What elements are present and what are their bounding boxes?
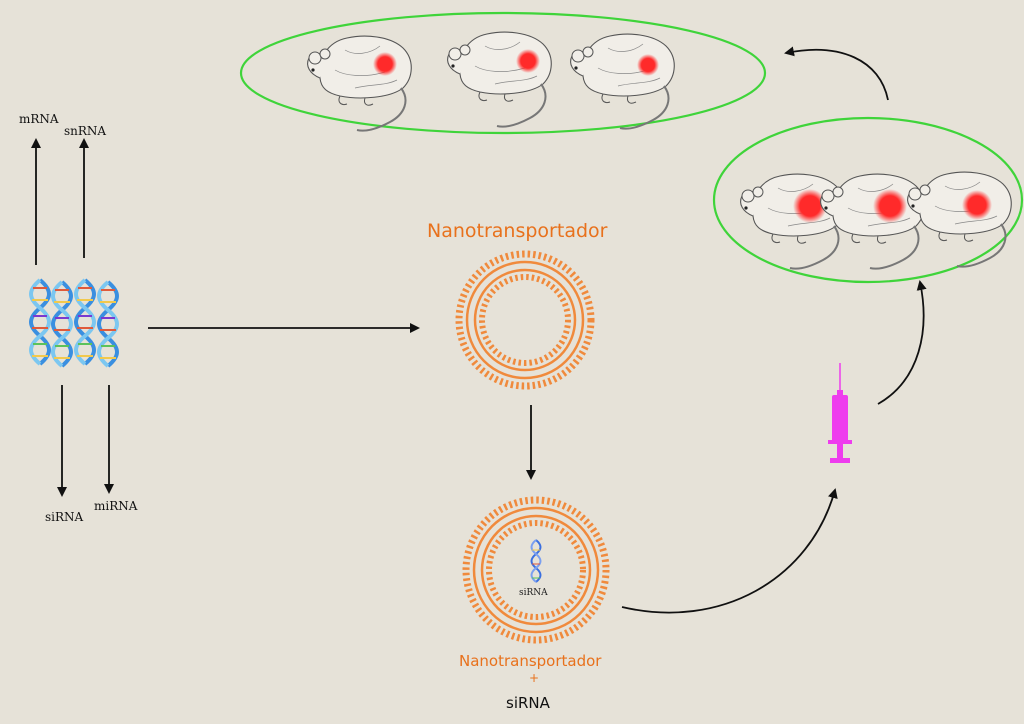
sirna-label: siRNA — [45, 510, 84, 524]
tumor-group-outline — [712, 116, 1024, 284]
mrna-label: mRNA — [19, 112, 59, 126]
mouse-icon — [569, 33, 676, 130]
inner-sirna-label: siRNA — [519, 588, 548, 598]
mouse-icon — [739, 173, 846, 270]
arrow-to-treated-group — [784, 46, 889, 101]
rna-strands-icon — [29, 278, 119, 368]
syringe-icon — [828, 363, 852, 463]
mirna-label: miRNA — [94, 499, 138, 513]
loaded-nanotransporter-icon — [462, 496, 610, 644]
loaded-cargo-label: siRNA — [506, 694, 550, 712]
nanotransporter-title: Nanotransportador — [427, 220, 608, 242]
mouse-icon — [819, 173, 926, 270]
mouse-icon — [446, 31, 553, 128]
sirna-helix-icon — [530, 539, 542, 583]
treated-group-outline — [239, 11, 767, 135]
plus-sign: + — [529, 671, 540, 685]
snrna-label: snRNA — [64, 124, 107, 138]
arrow-to-syringe — [621, 488, 838, 614]
loaded-nanotransporter-title: Nanotransportador — [459, 652, 602, 670]
mouse-icon — [306, 35, 413, 132]
arrow-to-tumor-group — [877, 280, 927, 405]
mouse-icon — [906, 171, 1013, 268]
nanotransporter-icon — [455, 250, 595, 390]
